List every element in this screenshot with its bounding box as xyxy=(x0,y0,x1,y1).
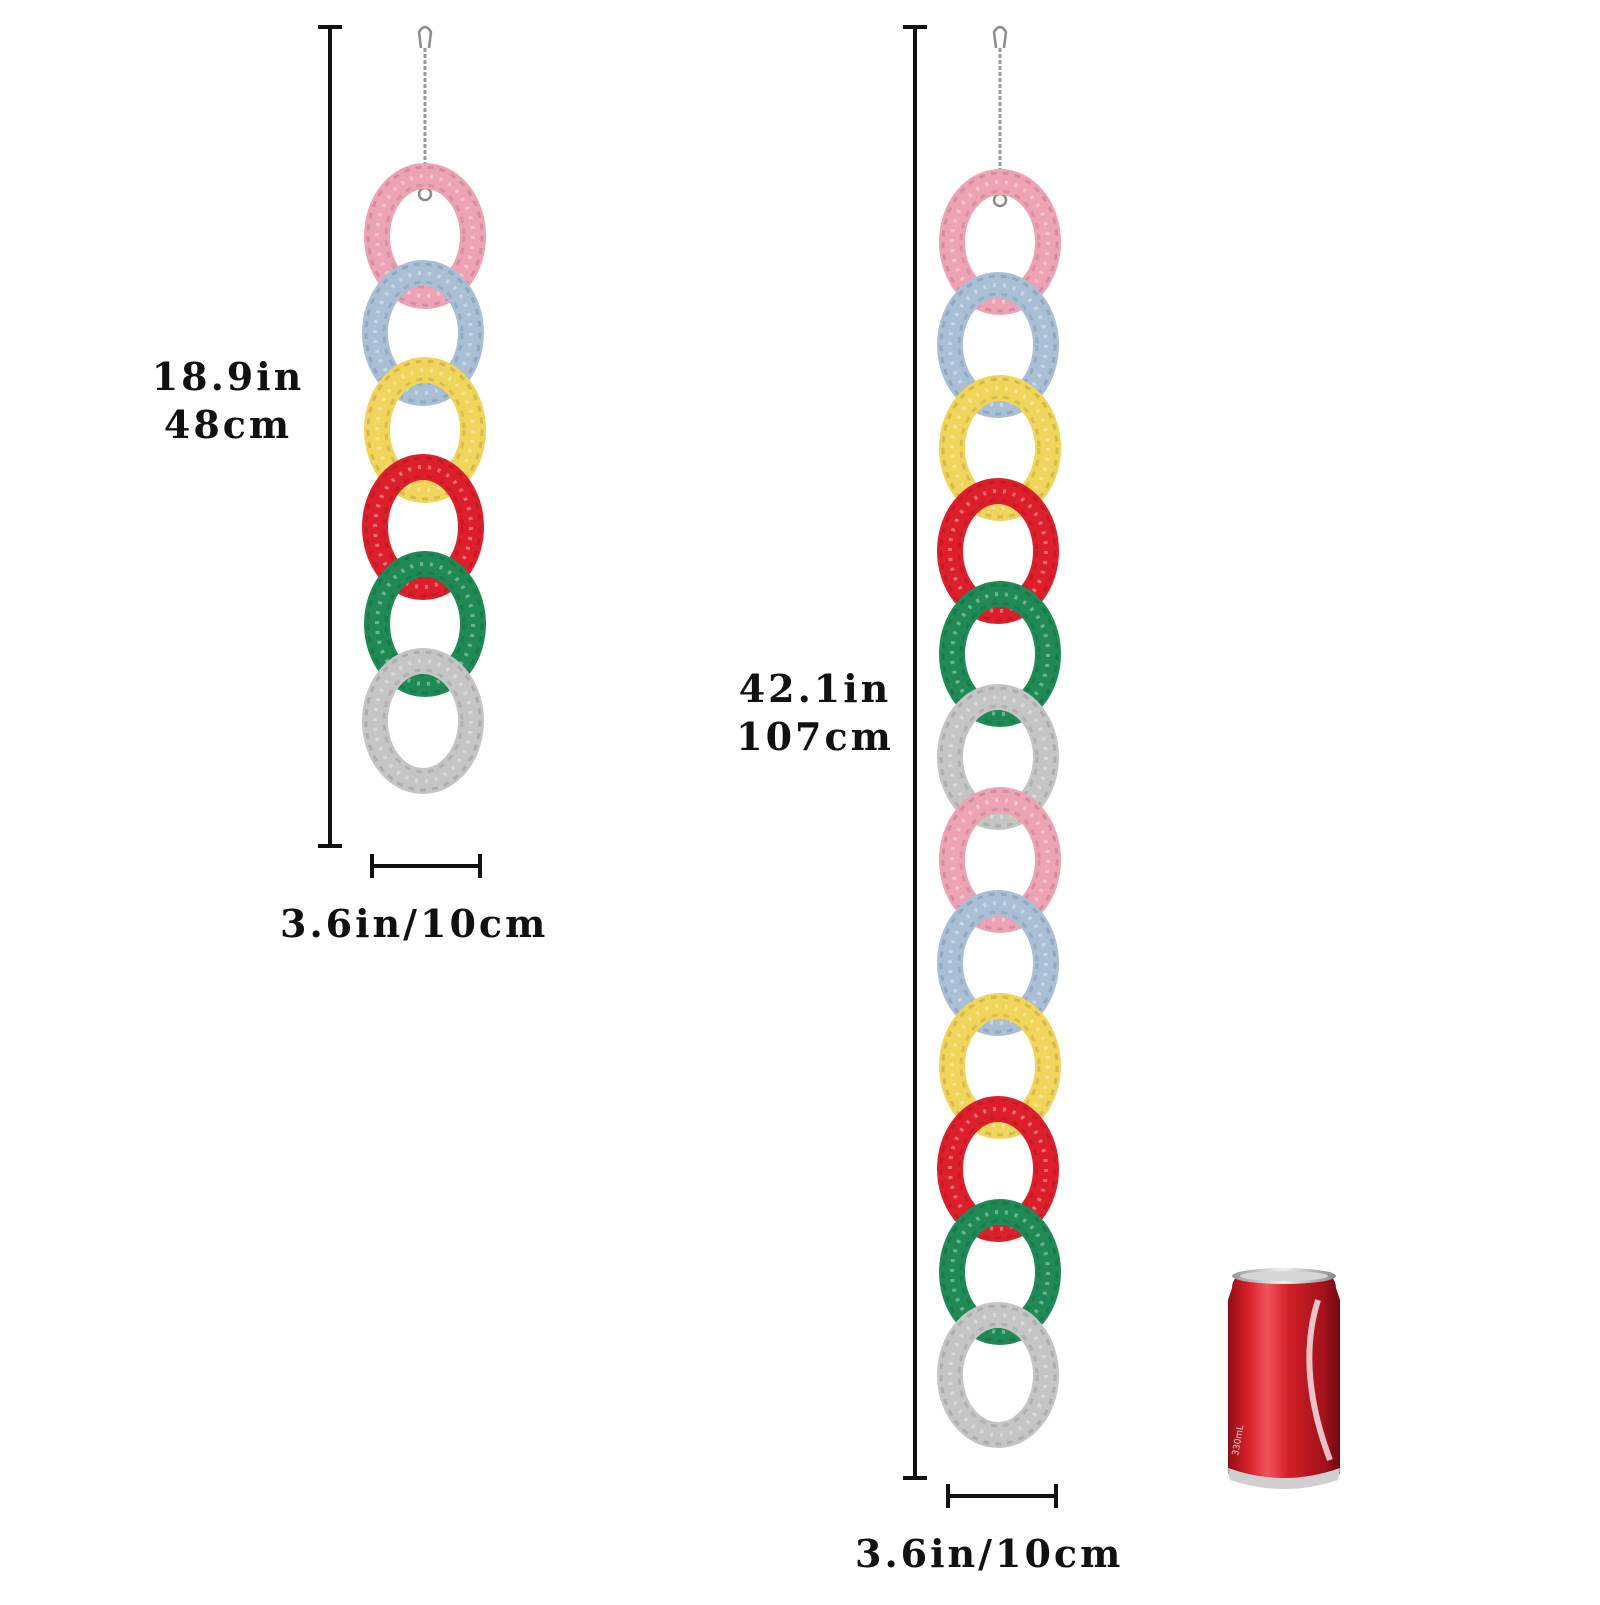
rope-ring-yellow xyxy=(939,375,1061,521)
rope-ring-blue xyxy=(937,890,1059,1036)
rope-ring-blue xyxy=(362,260,484,406)
large-height-inches: 42.1in xyxy=(738,666,892,711)
rope-ring-green xyxy=(364,551,486,697)
large-width-dimension-line xyxy=(946,1484,1058,1508)
small-width-label: 3.6in/10cm xyxy=(280,901,549,946)
rope-ring-pink xyxy=(939,169,1061,315)
rope-ring-yellow xyxy=(364,357,486,503)
rope-ring-yellow xyxy=(939,993,1061,1139)
rope-ring-blue xyxy=(937,272,1059,418)
rope-ring-red xyxy=(362,454,484,600)
rope-ring-gray xyxy=(937,684,1059,830)
rope-ring-gray xyxy=(362,648,484,794)
small-height-dimension-line xyxy=(318,25,342,848)
rope-ring-red xyxy=(937,478,1059,624)
small-width-dimension-line xyxy=(370,854,482,878)
small-height-inches: 18.9in xyxy=(151,354,305,399)
rope-ring-green xyxy=(939,581,1061,727)
large-height-label: 42.1in 107cm xyxy=(730,665,900,761)
large-height-centimeters: 107cm xyxy=(736,714,894,759)
rope-ring-red xyxy=(937,1096,1059,1242)
rope-ring-pink xyxy=(364,163,486,309)
soda-can: 330mL xyxy=(1228,1268,1340,1489)
large-height-dimension-line xyxy=(903,25,927,1480)
large-rope-chain-toy xyxy=(937,25,1061,1448)
small-rope-chain-toy xyxy=(362,25,486,794)
small-height-label: 18.9in 48cm xyxy=(148,353,308,449)
rope-ring-pink xyxy=(939,787,1061,933)
large-width-label: 3.6in/10cm xyxy=(855,1531,1124,1576)
rope-ring-gray xyxy=(937,1302,1059,1448)
rope-ring-green xyxy=(939,1199,1061,1345)
small-height-centimeters: 48cm xyxy=(163,402,293,447)
